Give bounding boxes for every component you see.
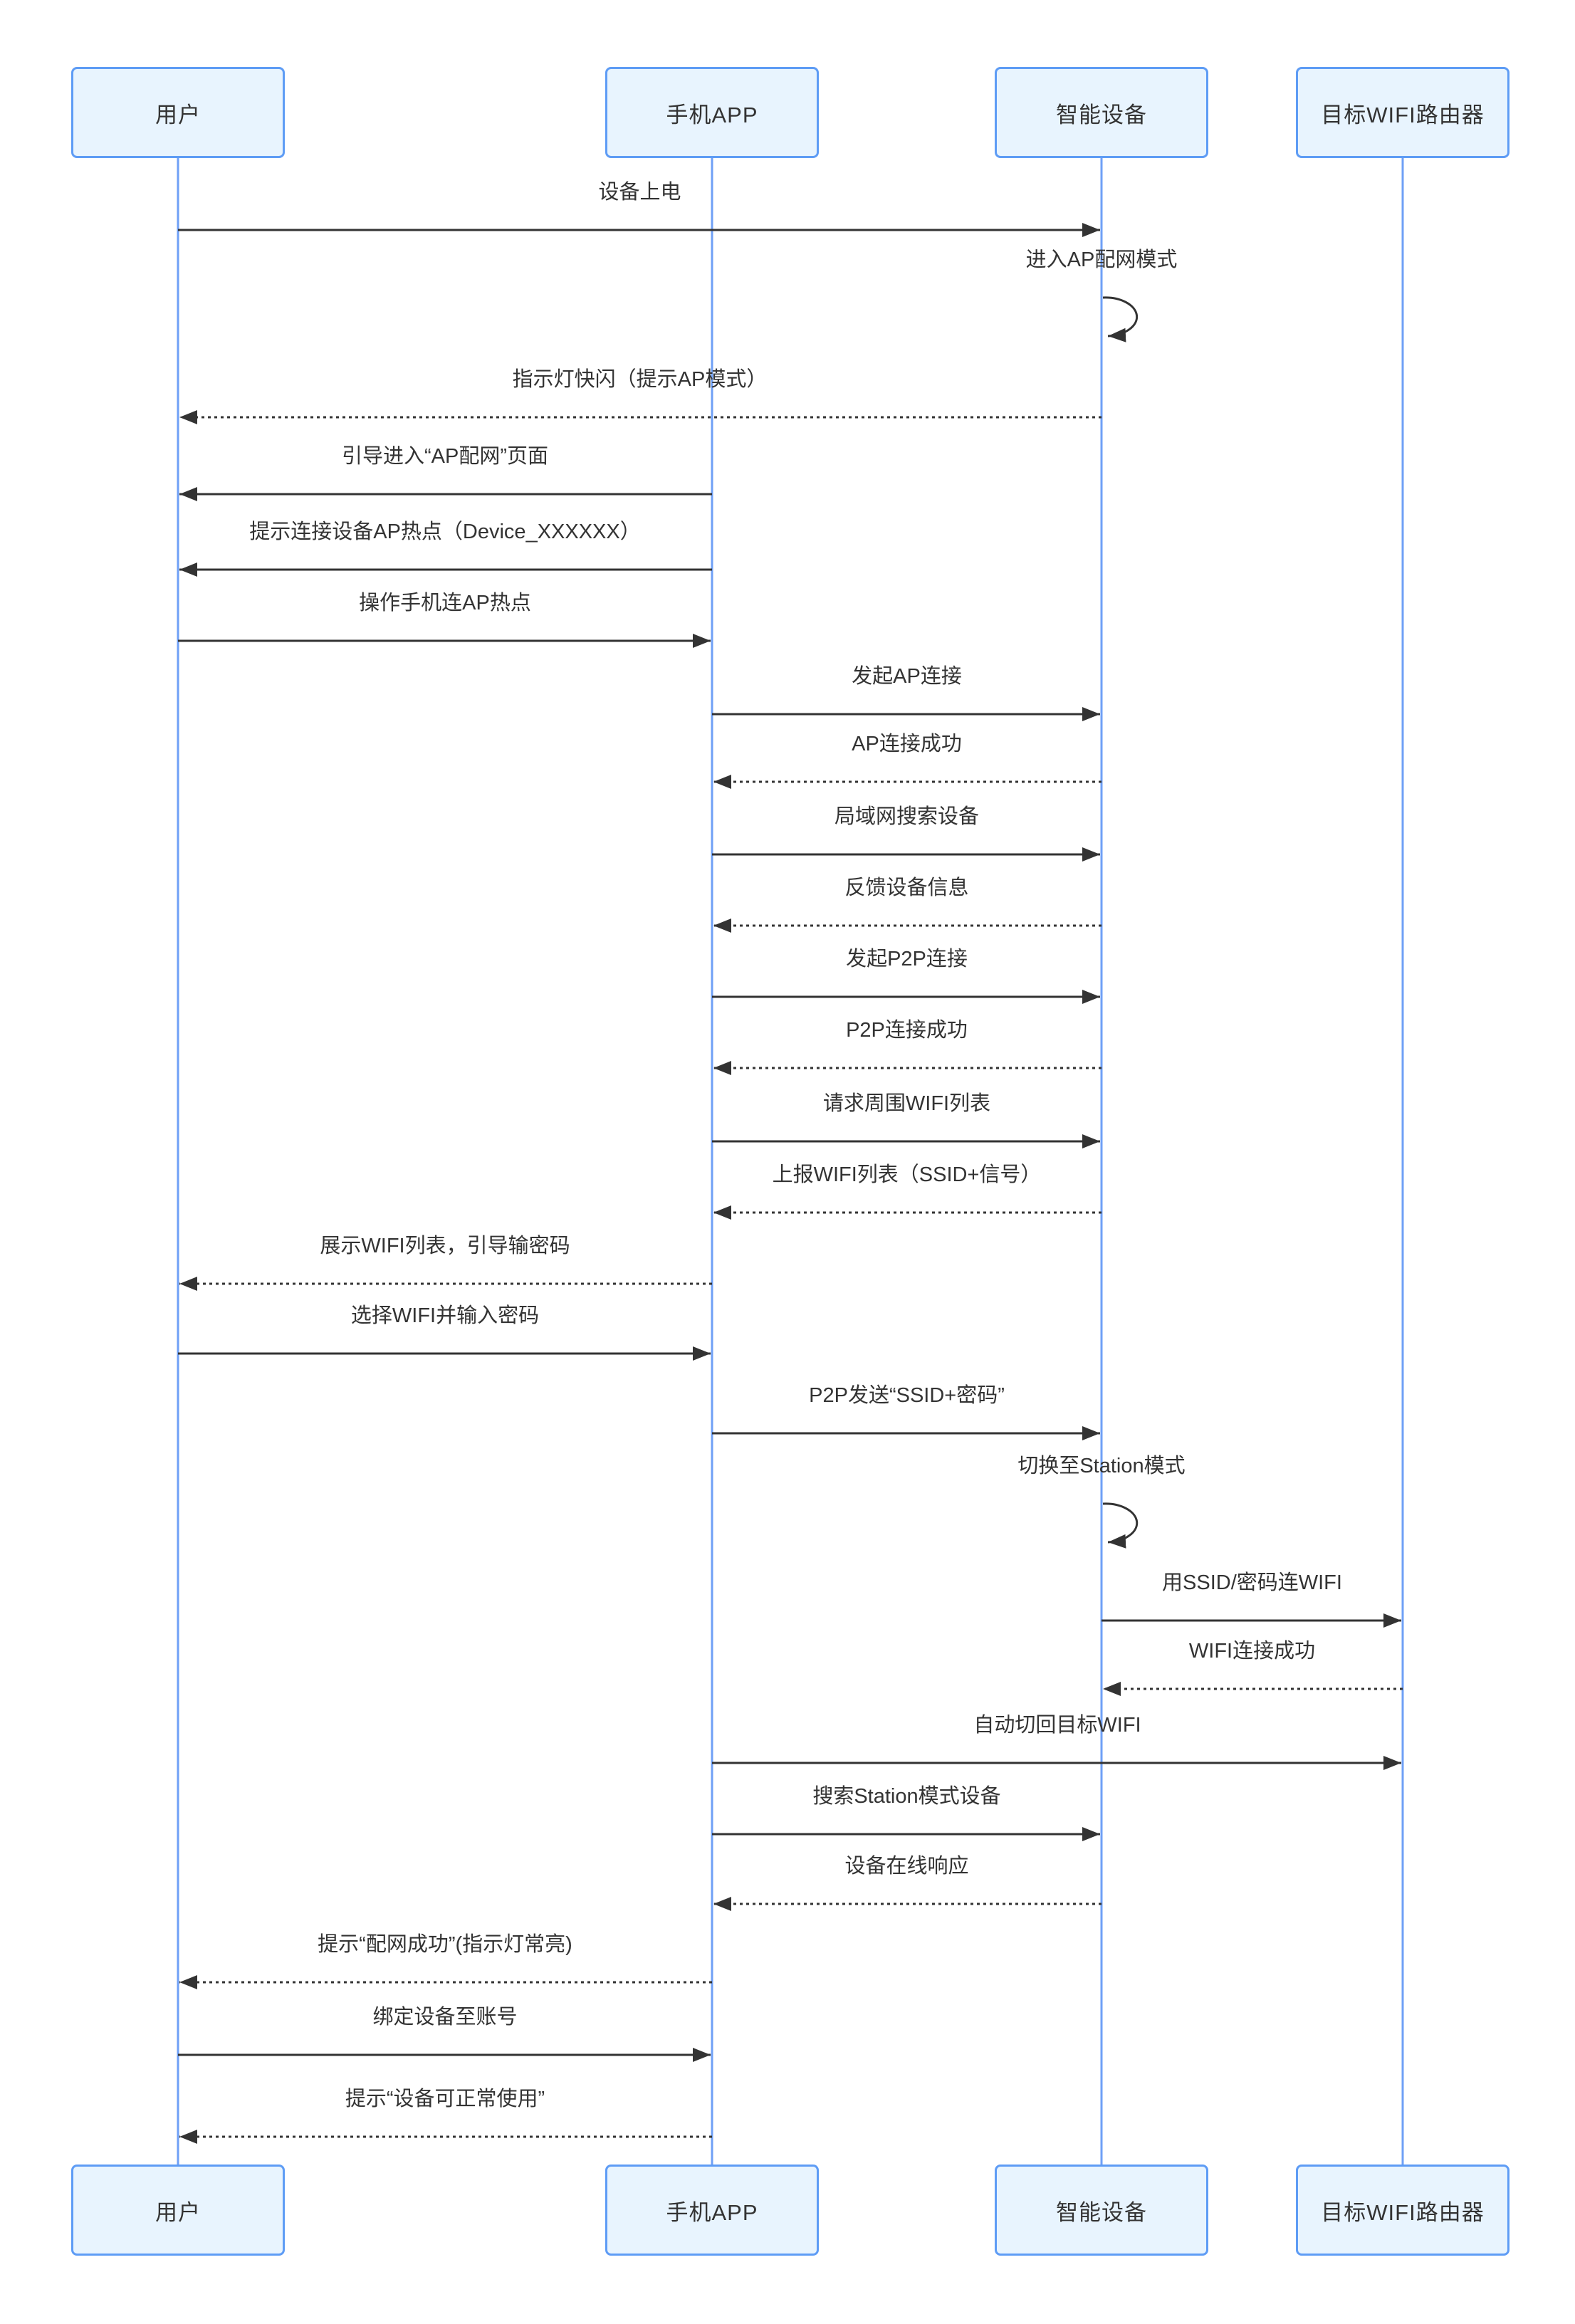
message-label: 反馈设备信息	[844, 876, 969, 899]
actor-label: 用户	[155, 2199, 201, 2225]
message-label: 选择WIFI并输入密码	[350, 1304, 540, 1327]
self-message-label: 进入AP配网模式	[1025, 248, 1178, 271]
actor-label: 智能设备	[1056, 102, 1147, 127]
actor-label: 用户	[155, 102, 201, 127]
actor-bottom-target-wifi-router: 目标WIFI路由器	[1296, 2165, 1509, 2256]
self-loop-arrow	[1102, 296, 1139, 342]
message-label: 提示“设备可正常使用”	[345, 2088, 545, 2110]
message-label: 用SSID/密码连WIFI	[1162, 1571, 1342, 1594]
message-label: 引导进入“AP配网”页面	[341, 445, 548, 468]
actor-top-target-wifi-router: 目标WIFI路由器	[1296, 67, 1509, 158]
actor-label: 手机APP	[666, 2199, 758, 2225]
actor-label: 智能设备	[1056, 2199, 1147, 2225]
actor-label: 目标WIFI路由器	[1321, 102, 1485, 127]
actor-top-phone-app: 手机APP	[605, 67, 819, 158]
actor-bottom-phone-app: 手机APP	[605, 2165, 819, 2256]
actor-bottom-smart-device: 智能设备	[995, 2165, 1208, 2256]
message-label: 指示灯快闪（提示AP模式）	[512, 368, 768, 391]
actor-top-smart-device: 智能设备	[995, 67, 1208, 158]
message-label: 展示WIFI列表，引导输密码	[320, 1235, 570, 1257]
message-label: P2P连接成功	[846, 1019, 968, 1042]
actor-label: 目标WIFI路由器	[1321, 2199, 1485, 2225]
self-message-label: 切换至Station模式	[1017, 1455, 1186, 1477]
message-label: P2P发送“SSID+密码”	[809, 1384, 1005, 1407]
message-label: 自动切回目标WIFI	[973, 1714, 1141, 1737]
message-label: 请求周围WIFI列表	[822, 1092, 991, 1115]
message-label: 提示连接设备AP热点（Device_XXXXXX）	[249, 520, 641, 543]
message-label: 提示“配网成功”(指示灯常亮)	[318, 1933, 572, 1956]
message-label: 操作手机连AP热点	[359, 592, 531, 614]
message-label: 局域网搜索设备	[834, 805, 979, 828]
actor-bottom-user: 用户	[71, 2165, 285, 2256]
message-label: 设备上电	[598, 181, 681, 204]
message-label: 发起AP连接	[852, 665, 962, 688]
actor-top-user: 用户	[71, 67, 285, 158]
message-label: AP连接成功	[852, 733, 962, 755]
message-label: WIFI连接成功	[1188, 1640, 1316, 1663]
message-label: 上报WIFI列表（SSID+信号）	[772, 1163, 1042, 1186]
self-loop-arrow	[1102, 1502, 1139, 1549]
message-label: 绑定设备至账号	[372, 2006, 518, 2029]
message-label: 设备在线响应	[844, 1855, 969, 1878]
actor-label: 手机APP	[666, 102, 758, 127]
message-label: 搜索Station模式设备	[812, 1785, 1001, 1808]
message-label: 发起P2P连接	[846, 948, 968, 970]
